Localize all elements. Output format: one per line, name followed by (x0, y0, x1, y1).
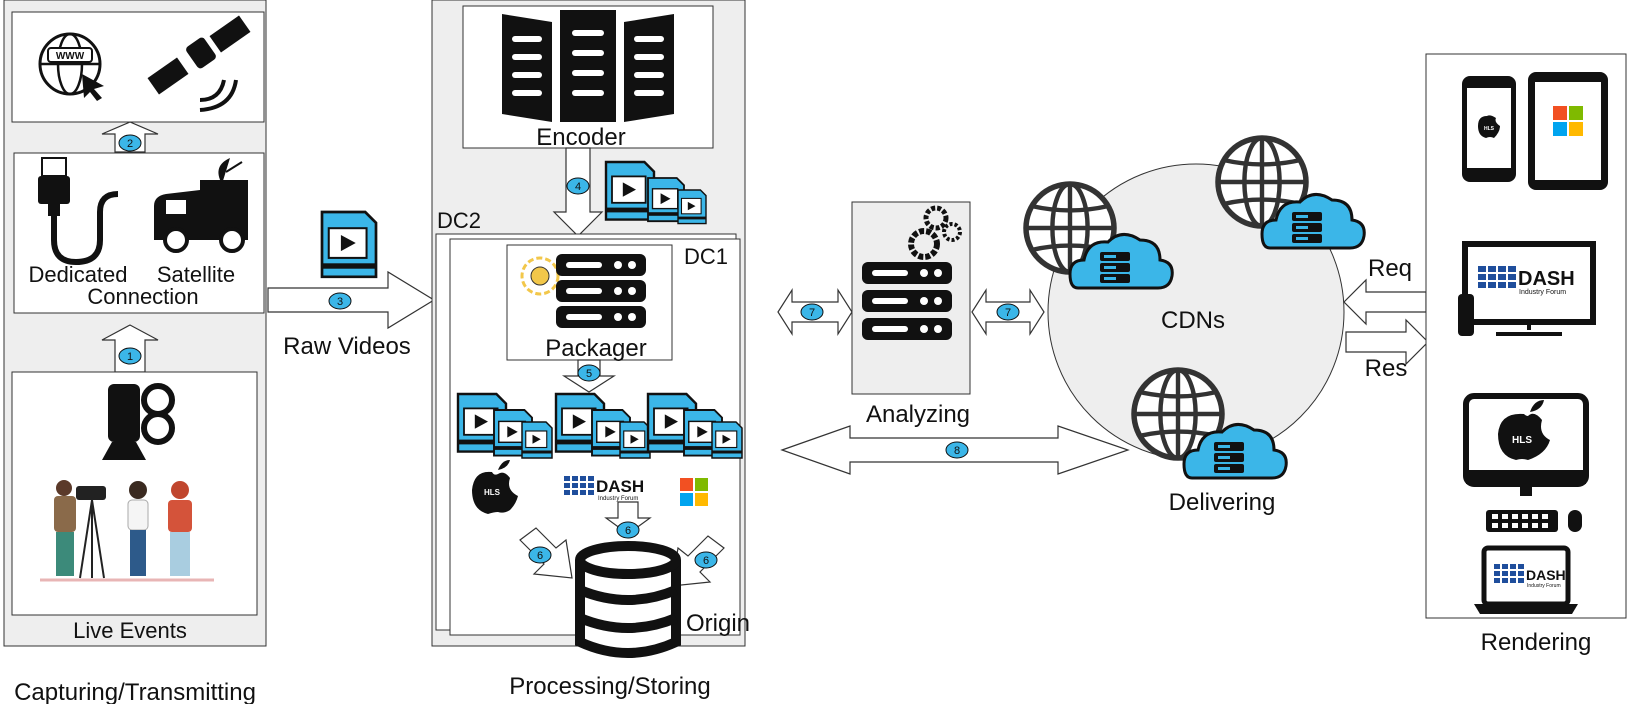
capturing-title: Capturing/Transmitting (14, 679, 256, 704)
tv-dash-text: DASH (1518, 268, 1575, 290)
step-6-arrow-center (604, 501, 652, 535)
step-6-badge-right: 6 (703, 555, 709, 567)
analyzing-server-icon (862, 262, 952, 340)
step-6-badge-left: 6 (537, 550, 543, 562)
satellite-label: Satellite (157, 262, 235, 287)
reporters-illustration (40, 480, 214, 582)
origin-label: Origin (686, 610, 750, 637)
dedicated-label: Dedicated (28, 262, 127, 287)
request-arrow (1343, 278, 1427, 326)
laptop-dash-subtext: Industry Forum (1527, 583, 1561, 589)
raw-video-file-icon (320, 210, 378, 279)
connection-label: Connection (87, 284, 198, 309)
smartphone-icon: HLS (1462, 76, 1516, 182)
response-arrow (1345, 318, 1429, 366)
req-label: Req (1368, 255, 1412, 282)
dash-logo: DASH Industry Forum (564, 476, 644, 502)
cdns-label: CDNs (1161, 307, 1225, 334)
packager-server-icon (556, 254, 646, 328)
dc2-label: DC2 (437, 208, 481, 233)
step-3-badge: 3 (337, 296, 343, 308)
smart-tv-icon: DASH Industry Forum (1458, 241, 1596, 336)
step-8-badge: 8 (954, 445, 960, 457)
phone-hls-text: HLS (1484, 126, 1495, 132)
desktop-computer-icon: HLS (1463, 393, 1589, 532)
gear-icon (520, 256, 560, 296)
encoder-server-icon (502, 10, 674, 122)
step-7-badge-left: 7 (809, 307, 815, 319)
satellite-icon (147, 15, 251, 112)
tablet-icon (1528, 72, 1608, 190)
packager-label: Packager (545, 335, 646, 362)
step-1-badge: 1 (127, 351, 133, 363)
delivering-label: Delivering (1169, 489, 1276, 516)
res-label: Res (1365, 355, 1408, 382)
encoder-label: Encoder (536, 124, 625, 151)
rendering-title: Rendering (1481, 629, 1592, 656)
cable-icon (38, 157, 119, 266)
hls-apple-logo: HLS (472, 460, 518, 514)
step-4-badge: 4 (575, 181, 581, 193)
www-text: WWW (56, 51, 85, 62)
analytics-gears-icon (908, 205, 962, 260)
broadcast-van-icon (154, 158, 248, 253)
step-2-badge: 2 (127, 138, 133, 150)
dash-logo-text: DASH (596, 477, 644, 496)
microsoft-logo (680, 478, 708, 506)
live-events-label: Live Events (73, 618, 187, 643)
hls-logo-text: HLS (484, 488, 501, 497)
step-7-badge-right: 7 (1005, 307, 1011, 319)
desktop-hls-text: HLS (1512, 435, 1532, 446)
dc1-label: DC1 (684, 244, 728, 269)
origin-database-icon (575, 541, 681, 658)
dash-logo-subtext: Industry Forum (598, 496, 638, 502)
raw-videos-label: Raw Videos (283, 333, 411, 360)
processing-title: Processing/Storing (509, 673, 710, 700)
step-6-badge-center: 6 (625, 525, 631, 537)
tv-dash-subtext: Industry Forum (1519, 289, 1566, 296)
laptop-dash-text: DASH (1526, 567, 1566, 583)
laptop-icon: DASH Industry Forum (1474, 545, 1578, 614)
www-icon: WWW (38, 32, 104, 101)
analyzing-label: Analyzing (866, 401, 970, 428)
camera-icon (102, 383, 175, 460)
step-5-badge: 5 (586, 368, 592, 380)
